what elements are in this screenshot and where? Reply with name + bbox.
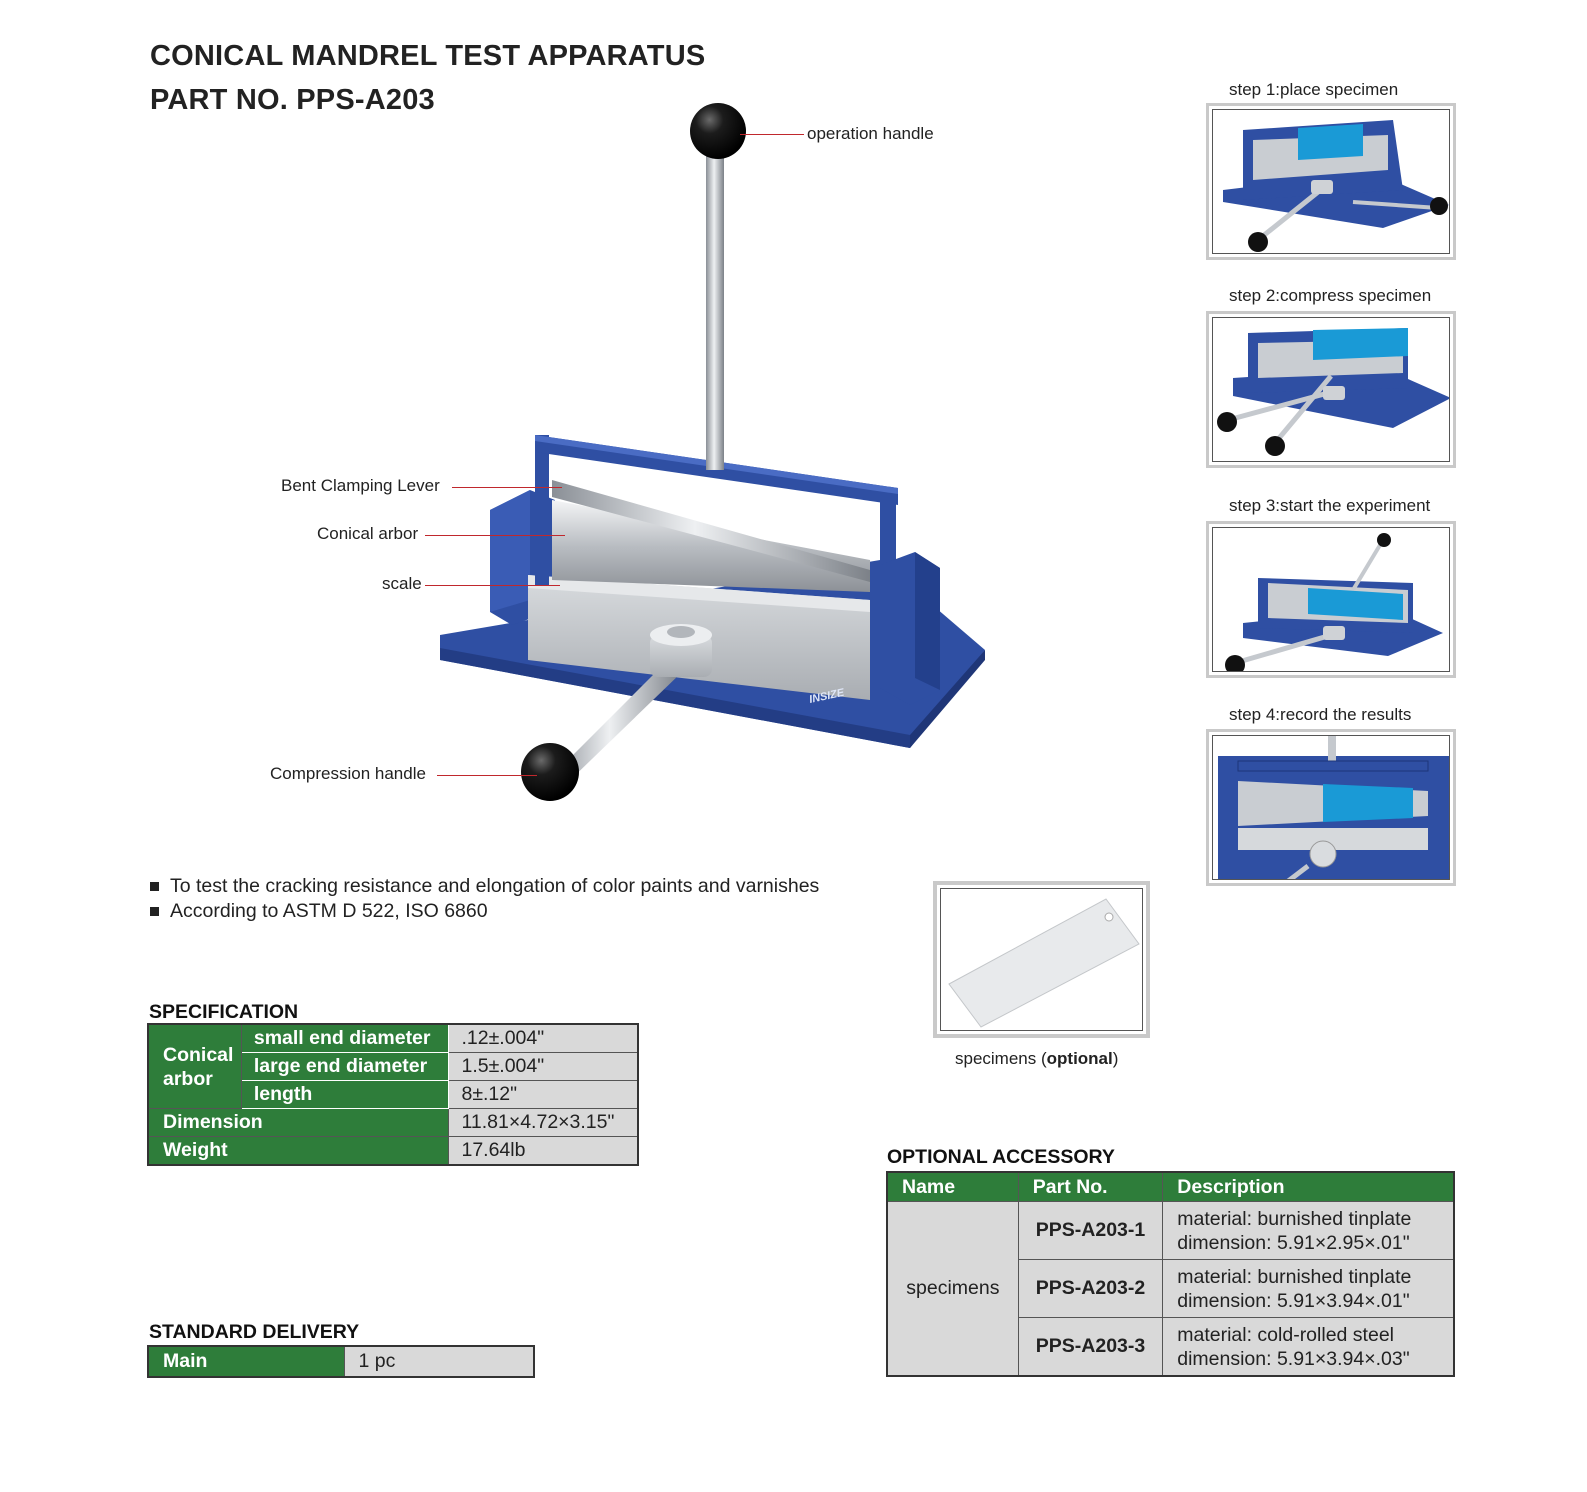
callout-compression-handle: Compression handle [270,764,426,783]
leader-line [425,535,565,536]
optional-accessory-heading: OPTIONAL ACCESSORY [887,1146,1115,1168]
accessory-description: material: burnished tinplate dimension: … [1162,1201,1454,1260]
list-item: To test the cracking resistance and elon… [150,874,819,899]
specification-heading: SPECIFICATION [149,1001,299,1023]
step-2-caption: step 2:compress specimen [1229,286,1432,305]
column-header-part-no: Part No. [1017,1172,1164,1202]
standard-delivery-heading: STANDARD DELIVERY [149,1321,360,1343]
step-3-caption: step 3:start the experiment [1229,496,1431,515]
list-item: According to ASTM D 522, ISO 6860 [150,899,819,924]
callout-conical-arbor: Conical arbor [317,524,419,543]
step-3-image [1206,521,1456,678]
part-number-title: PART NO. PPS-A203 [150,84,435,116]
delivery-label: Main [148,1346,345,1377]
accessory-description: material: cold-rolled steel dimension: 5… [1162,1317,1454,1376]
callout-bent-clamping-lever: Bent Clamping Lever [281,476,440,495]
accessory-part-no: PPS-A203-3 [1017,1317,1164,1376]
specification-table: Conical arbor small end diameter .12±.00… [147,1023,639,1166]
apparatus-illustration: INSIZE [440,103,985,801]
step-2-image [1206,311,1456,468]
spec-label: Weight [147,1136,450,1165]
feature-list: To test the cracking resistance and elon… [150,874,819,924]
leader-line [437,775,537,776]
spec-label: Dimension [147,1108,450,1137]
spec-value: 8±.12" [448,1080,638,1109]
column-header-name: Name [887,1172,1019,1202]
column-header-description: Description [1162,1172,1454,1202]
spec-label: length [240,1080,450,1109]
spec-value: .12±.004" [448,1024,638,1053]
callout-scale: scale [382,574,422,593]
page-title: CONICAL MANDREL TEST APPARATUS [150,40,706,72]
callout-operation-handle: operation handle [807,124,934,143]
table-row: specimens PPS-A203-1 material: burnished… [887,1201,1454,1376]
leader-line [740,134,804,135]
step-1-caption: step 1:place specimen [1229,80,1399,99]
standard-delivery-table: Main 1 pc [147,1345,535,1378]
leader-line [452,487,562,488]
specimen-image [933,881,1150,1038]
specimen-caption: specimens (optional) [955,1049,1119,1068]
spec-label: large end diameter [240,1052,450,1081]
accessory-name: specimens [887,1201,1019,1376]
spec-group-label: Conical arbor [148,1024,242,1109]
accessory-description: material: burnished tinplate dimension: … [1162,1259,1454,1318]
spec-value: 11.81×4.72×3.15" [448,1108,638,1137]
accessory-part-no: PPS-A203-2 [1017,1259,1164,1318]
table-row: PPS-A203-2 material: burnished tinplate … [888,1259,1454,1318]
delivery-value: 1 pc [343,1346,534,1377]
leader-line [425,585,560,586]
step-1-image [1206,103,1456,260]
step-4-image [1206,729,1456,886]
accessory-part-no: PPS-A203-1 [1017,1201,1164,1260]
step-4-caption: step 4:record the results [1229,705,1412,724]
spec-value: 1.5±.004" [448,1052,638,1081]
table-row: PPS-A203-3 material: cold-rolled steel d… [888,1317,1454,1376]
spec-label: small end diameter [240,1024,450,1053]
optional-accessory-table: Name Part No. Description specimens PPS-… [886,1171,1455,1377]
spec-value: 17.64lb [448,1136,638,1165]
